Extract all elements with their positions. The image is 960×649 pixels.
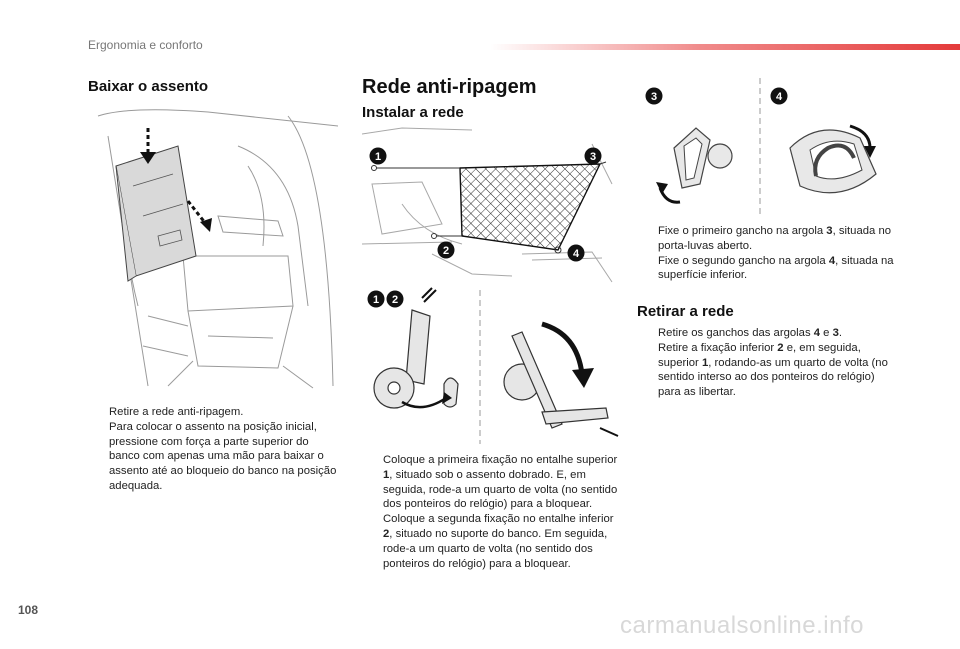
list-item: Coloque a segunda fixação no entalhe inf… [383, 513, 614, 570]
watermark: carmanualsonline.info [620, 612, 864, 639]
list-item: Fixe o primeiro gancho na argola 3, situ… [658, 225, 892, 252]
heading-baixar-assento: Baixar o assento [88, 78, 209, 95]
marker-3-detail: 3 [645, 87, 663, 110]
page-number: 108 [18, 603, 39, 617]
svg-text:4: 4 [573, 248, 580, 260]
svg-text:2: 2 [392, 294, 398, 306]
heading-instalar-rede: Instalar a rede [362, 104, 464, 121]
net-installation-illustration [362, 124, 618, 284]
marker-3: 3 [584, 147, 602, 170]
svg-text:1: 1 [375, 151, 381, 163]
list-item: Para colocar o assento na posição inicia… [109, 420, 337, 492]
list-item: Retire a rede anti-ripagem. [109, 406, 244, 418]
svg-text:4: 4 [776, 91, 783, 103]
baixar-assento-steps: Retire a rede anti-ripagem. Para colocar… [88, 405, 338, 494]
marker-2-detail: 2 [386, 290, 404, 313]
heading-retirar-rede: Retirar a rede [637, 303, 734, 320]
seat-lowering-illustration [88, 106, 340, 390]
svg-text:3: 3 [590, 151, 596, 163]
instalar-rede-steps: Coloque a primeira fixação no entalhe su… [362, 453, 624, 571]
hooks-illustration [640, 78, 892, 218]
hooks-steps: Fixe o primeiro gancho na argola 3, situ… [637, 224, 899, 283]
list-item: Retire a fixação inferior 2 e, em seguid… [658, 341, 888, 399]
marker-1-detail: 1 [367, 290, 385, 313]
marker-1: 1 [369, 147, 387, 170]
marker-2: 2 [437, 241, 455, 264]
marker-4: 4 [567, 244, 585, 267]
header-accent-bar [490, 44, 960, 50]
svg-text:3: 3 [651, 91, 657, 103]
marker-4-detail: 4 [770, 87, 788, 110]
list-item: Retire os ganchos das argolas 4 e 3. [658, 327, 843, 339]
section-title: Ergonomia e conforto [88, 38, 203, 52]
list-item: Coloque a primeira fixação no entalhe su… [383, 454, 618, 511]
list-item: Fixe o segundo gancho na argola 4, situa… [658, 254, 894, 282]
retirar-rede-steps: Retire os ganchos das argolas 4 e 3. Ret… [637, 326, 899, 400]
svg-text:1: 1 [373, 294, 379, 306]
fixing-detail-illustration [362, 284, 622, 450]
svg-text:2: 2 [443, 245, 449, 257]
heading-rede-anti-ripagem: Rede anti-ripagem [362, 76, 537, 98]
